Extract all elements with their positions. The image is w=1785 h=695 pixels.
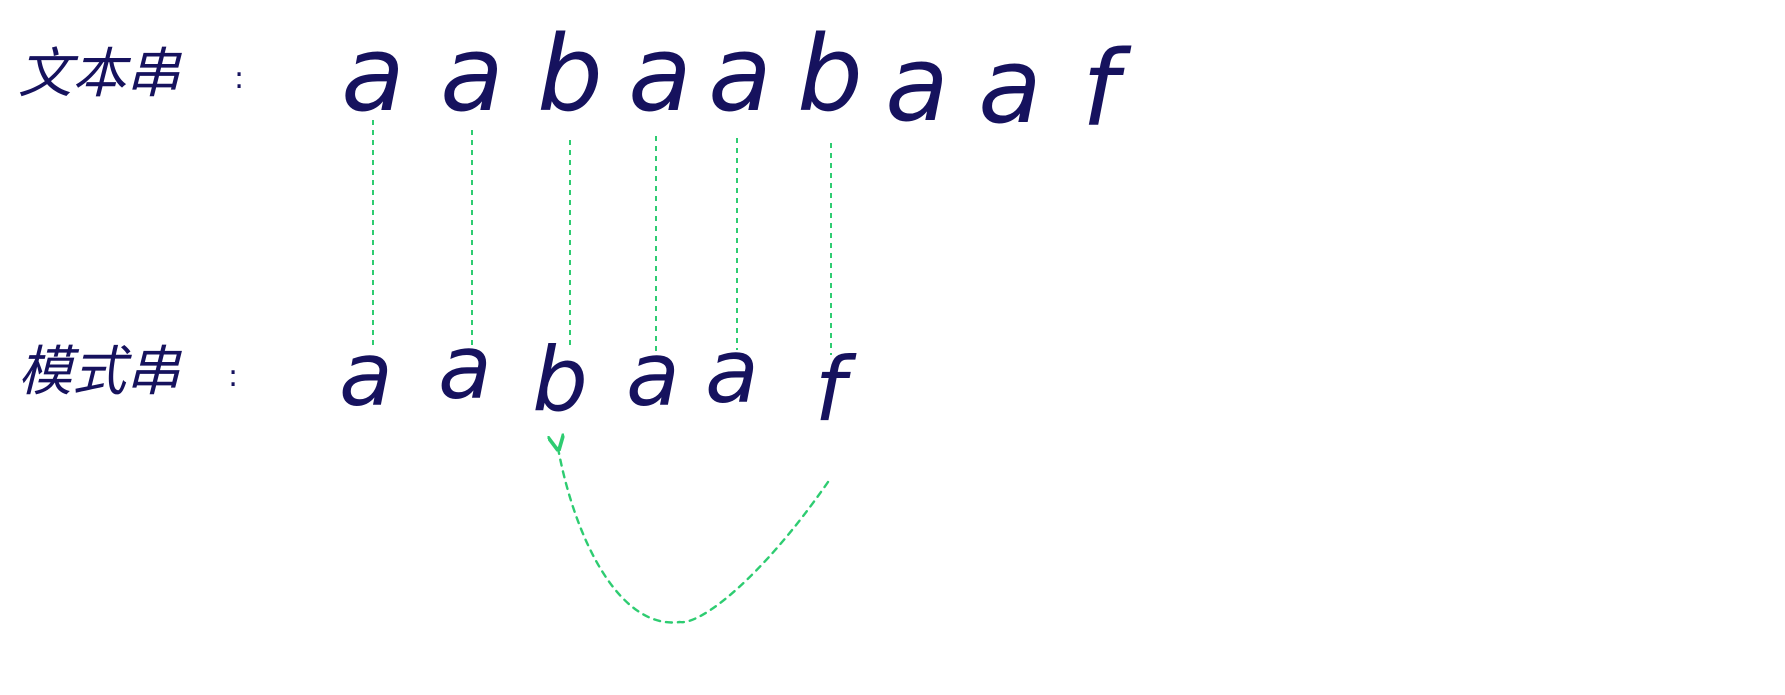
pattern-char-4: a [705, 320, 759, 423]
text-char-6: a [885, 23, 949, 145]
pattern-char-5: f [815, 338, 858, 441]
pattern-char-2: b [532, 328, 588, 431]
match-lines [372, 120, 832, 355]
text-string-chars: a a b a a b a a f [341, 13, 1132, 150]
pattern-char-1: a [438, 316, 492, 419]
text-char-7: a [978, 25, 1042, 147]
text-char-3: a [628, 13, 692, 135]
text-string-label: 文本串 [18, 42, 182, 105]
text-char-1: a [440, 13, 504, 135]
pattern-string-label: 模式串 [18, 340, 182, 403]
text-char-4: a [708, 13, 772, 135]
pattern-string-colon: : [228, 359, 238, 394]
pattern-string-chars: a a b a a f [339, 316, 857, 441]
text-char-0: a [341, 13, 405, 135]
text-char-2: b [537, 13, 603, 135]
text-string-colon: : [234, 61, 244, 96]
jump-back-arrow [558, 448, 830, 624]
pattern-char-0: a [339, 323, 393, 426]
pattern-char-3: a [626, 323, 680, 426]
text-char-5: b [797, 13, 863, 135]
text-char-8: f [1082, 28, 1132, 150]
